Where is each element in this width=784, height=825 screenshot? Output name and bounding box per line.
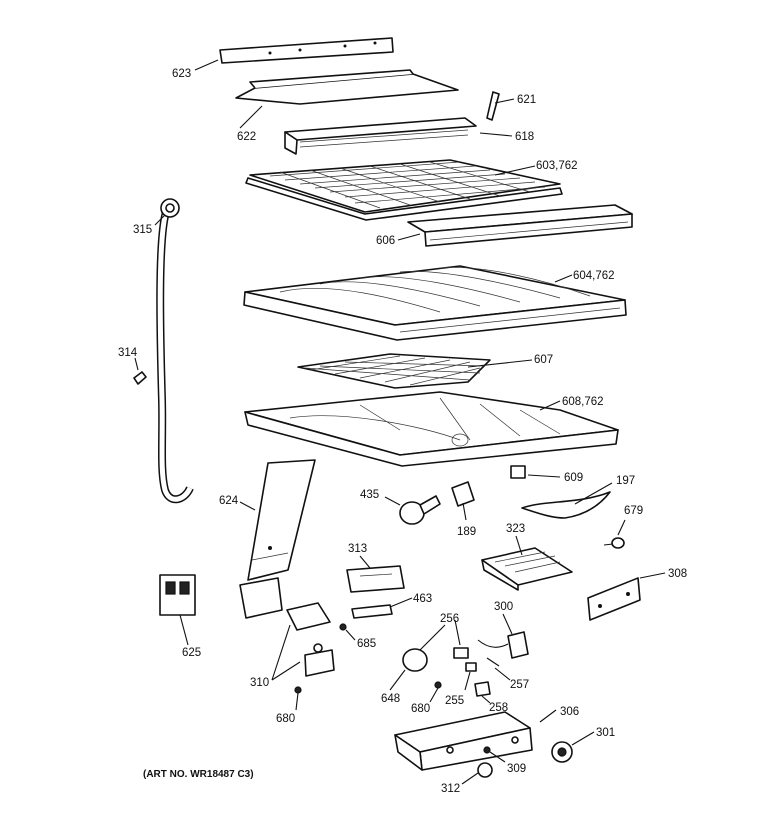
part-435-bulb — [399, 495, 441, 525]
callout-314: 314 — [118, 347, 138, 359]
callout-189: 189 — [457, 526, 476, 538]
callout-680-right: 680 — [411, 703, 430, 715]
part-648-thermostat — [402, 624, 446, 672]
callout-604-762: 604,762 — [573, 270, 615, 282]
callout-257: 257 — [510, 679, 529, 691]
part-314-clip — [133, 371, 147, 385]
callout-679: 679 — [624, 505, 643, 517]
part-607-screen — [297, 353, 491, 389]
part-308-bracket — [587, 577, 641, 621]
part-625-switch — [159, 574, 196, 616]
part-301-knob — [551, 741, 573, 763]
part-255-spacer — [465, 662, 477, 672]
part-680a-screw — [294, 686, 302, 694]
part-604-762-shelf — [243, 265, 627, 341]
callout-258: 258 — [489, 702, 508, 714]
callout-609: 609 — [564, 472, 583, 484]
part-608-762-pan — [244, 391, 619, 467]
callout-313: 313 — [348, 543, 367, 555]
part-189-socket — [451, 481, 475, 507]
part-603-762-shelf — [245, 159, 563, 221]
part-256-switch — [453, 647, 469, 659]
part-323-housing — [481, 547, 573, 591]
callout-312: 312 — [441, 783, 460, 795]
part-679-screw — [603, 537, 625, 549]
leader-lines — [134, 59, 666, 785]
part-310-relay — [286, 602, 335, 677]
callout-197: 197 — [616, 475, 635, 487]
callout-621: 621 — [517, 94, 536, 106]
callout-308: 308 — [668, 568, 687, 580]
callout-606: 606 — [376, 235, 395, 247]
callout-648: 648 — [381, 693, 400, 705]
callout-315: 315 — [133, 224, 152, 236]
callout-306: 306 — [560, 706, 579, 718]
part-306-control-housing — [394, 711, 533, 771]
part-463-plate — [351, 604, 393, 619]
part-309-screw — [483, 746, 491, 754]
callout-435: 435 — [360, 489, 379, 501]
part-609-connector — [510, 465, 526, 479]
part-624-duct — [239, 459, 316, 619]
callout-300: 300 — [494, 601, 513, 613]
callout-608-762: 608,762 — [562, 396, 604, 408]
part-618-bracket — [284, 117, 477, 155]
part-623-bar — [219, 37, 394, 64]
art-number: (ART NO. WR18487 C3) — [143, 769, 254, 780]
part-621-pin — [486, 91, 500, 121]
callout-603-762: 603,762 — [536, 160, 578, 172]
callout-622: 622 — [237, 131, 256, 143]
callout-309: 309 — [507, 763, 526, 775]
callout-607: 607 — [534, 354, 553, 366]
callout-301: 301 — [596, 727, 615, 739]
callout-685: 685 — [357, 638, 376, 650]
part-680b-screw — [434, 681, 442, 689]
callout-256: 256 — [440, 613, 459, 625]
part-622-cover — [235, 69, 459, 105]
callout-680-left: 680 — [276, 713, 295, 725]
part-313-block — [346, 565, 405, 593]
part-312-knob — [477, 762, 493, 778]
part-300-timer — [477, 631, 529, 659]
callout-618: 618 — [515, 131, 534, 143]
part-197-clip — [521, 491, 611, 519]
callout-624: 624 — [219, 495, 239, 507]
callout-310: 310 — [250, 677, 269, 689]
part-257-screw — [486, 657, 500, 667]
part-606-trim — [407, 204, 633, 247]
part-315-tube — [156, 198, 194, 504]
part-685-screw — [339, 623, 347, 631]
callout-463: 463 — [413, 593, 432, 605]
callout-625: 625 — [182, 647, 201, 659]
callout-255: 255 — [445, 695, 464, 707]
callout-623: 623 — [172, 68, 191, 80]
callout-323: 323 — [506, 523, 525, 535]
part-258-block — [474, 681, 491, 697]
